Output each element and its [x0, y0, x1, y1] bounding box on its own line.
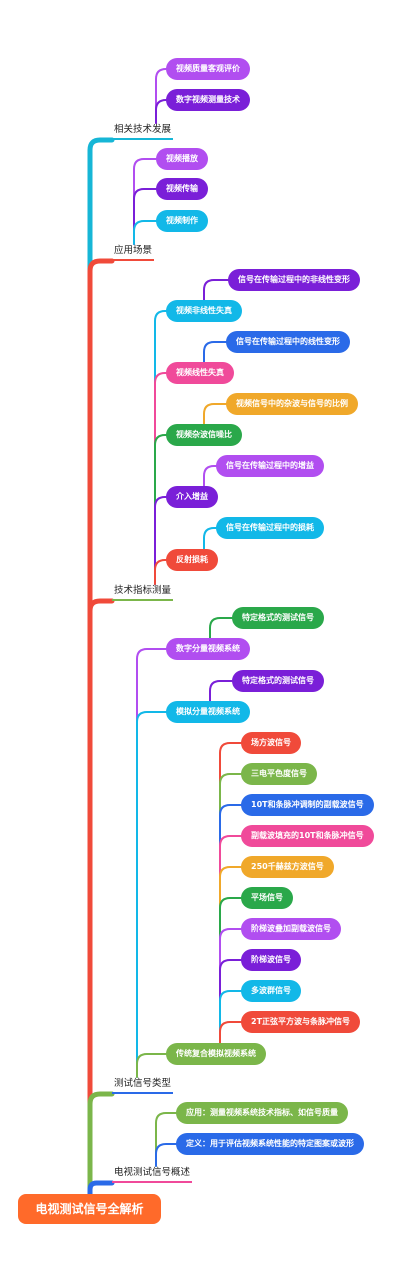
connector-line [219, 866, 242, 1044]
category-scenarios[interactable]: 应用场景 [112, 244, 155, 261]
connector-line [136, 711, 167, 1078]
node-definition[interactable]: 定义：用于评估视频系统性能的特定图案或波形 [176, 1133, 364, 1155]
connector-line [219, 959, 242, 1044]
node-insertion-gain[interactable]: 介入增益 [166, 486, 218, 508]
connector-line [209, 617, 233, 639]
connector-line [155, 1143, 177, 1167]
node-video-production[interactable]: 视频制作 [156, 210, 208, 232]
connector-line [154, 372, 167, 585]
connector-line [136, 1053, 167, 1078]
node-nonlinear-distortion[interactable]: 视频非线性失真 [166, 300, 242, 322]
leaf-flat-field[interactable]: 平场信号 [241, 887, 293, 909]
category-measurement[interactable]: 技术指标测量 [112, 584, 174, 601]
root-node[interactable]: 电视测试信号全解析 [18, 1194, 161, 1224]
connector-line [154, 310, 167, 585]
node-analog-component[interactable]: 模拟分量视频系统 [166, 701, 250, 723]
node-video-play[interactable]: 视频播放 [156, 148, 208, 170]
leaf-10t-modulated[interactable]: 10T和条脉冲调制的副载波信号 [241, 794, 374, 816]
connector-line [154, 496, 167, 585]
connector-line [155, 68, 167, 124]
connector-line [219, 897, 242, 1044]
connector-line [155, 1112, 177, 1167]
leaf-linear-desc[interactable]: 信号在传输过程中的线性变形 [226, 331, 350, 353]
connector-line [203, 465, 217, 487]
connector-line [87, 137, 115, 1199]
leaf-snr-desc[interactable]: 视频信号中的杂波与信号的比例 [226, 393, 358, 415]
leaf-staircase[interactable]: 阶梯波信号 [241, 949, 301, 971]
category-related-tech[interactable]: 相关技术发展 [112, 123, 174, 140]
node-digital-measure[interactable]: 数字视频测量技术 [166, 89, 250, 111]
leaf-multiburst[interactable]: 多波群信号 [241, 980, 301, 1002]
connector-line [219, 773, 242, 1044]
leaf-field-square[interactable]: 场方波信号 [241, 732, 301, 754]
node-video-transfer[interactable]: 视频传输 [156, 178, 208, 200]
leaf-nonlinear-desc[interactable]: 信号在传输过程中的非线性变形 [228, 269, 360, 291]
node-application[interactable]: 应用：测量视频系统技术指标、如信号质量 [176, 1102, 348, 1124]
connector-line [219, 928, 242, 1044]
connector-line [133, 220, 157, 245]
leaf-2t-sine-square[interactable]: 2T正弦平方波与条脉冲信号 [241, 1011, 361, 1033]
node-linear-distortion[interactable]: 视频线性失真 [166, 362, 234, 384]
connector-line [87, 1091, 115, 1199]
leaf-analog-format[interactable]: 特定格式的测试信号 [232, 670, 324, 692]
connector-line [154, 434, 167, 585]
connector-line [219, 990, 242, 1044]
node-composite-analog[interactable]: 传统复合模拟视频系统 [166, 1043, 266, 1065]
leaf-gain-desc[interactable]: 信号在传输过程中的增益 [216, 455, 324, 477]
connector-line [219, 804, 242, 1044]
connector-line [87, 258, 115, 1199]
node-return-loss[interactable]: 反射损耗 [166, 549, 218, 571]
node-snr[interactable]: 视频杂波信噪比 [166, 424, 242, 446]
leaf-10t-filled[interactable]: 副载波填充的10T和条脉冲信号 [241, 825, 374, 847]
connector-line [133, 188, 157, 245]
category-signal-types[interactable]: 测试信号类型 [112, 1077, 174, 1094]
leaf-loss-desc[interactable]: 信号在传输过程中的损耗 [216, 517, 324, 539]
node-digital-component[interactable]: 数字分量视频系统 [166, 638, 250, 660]
connector-line [209, 680, 233, 702]
category-overview[interactable]: 电视测试信号概述 [112, 1166, 193, 1183]
connector-line [133, 158, 157, 245]
connector-line [154, 559, 167, 585]
connector-line [155, 99, 167, 124]
leaf-250khz-square[interactable]: 250千赫兹方波信号 [241, 856, 334, 878]
leaf-digital-format[interactable]: 特定格式的测试信号 [232, 607, 324, 629]
node-video-quality[interactable]: 视频质量客观评价 [166, 58, 250, 80]
connector-line [136, 648, 167, 1078]
leaf-staircase-subcarrier[interactable]: 阶梯波叠加副载波信号 [241, 918, 341, 940]
connector-line [203, 403, 227, 425]
connector-line [203, 527, 217, 550]
connector-line [219, 742, 242, 1044]
connector-line [87, 1180, 115, 1199]
leaf-three-level-chroma[interactable]: 三电平色度信号 [241, 763, 317, 785]
connector-line [219, 1021, 242, 1044]
connector-line [87, 598, 115, 1199]
connector-line [203, 279, 229, 301]
connector-line [203, 341, 227, 363]
connector-line [219, 835, 242, 1044]
